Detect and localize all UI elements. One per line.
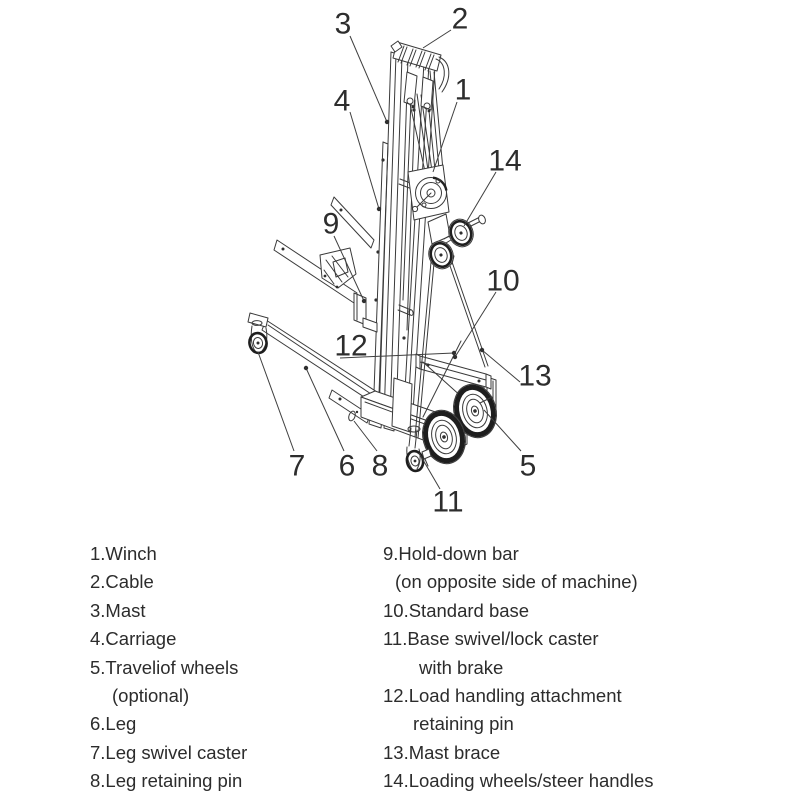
legend-item: 13.Mast brace [383,741,501,763]
callout-target-dot-12 [451,350,457,356]
callout-target-dot-10 [452,354,458,360]
callout-target-dot-9 [361,298,367,304]
legend-left-column: 1.Winch 2.Cable 3.Mast 4.Carriage 5.Travelio… [90,540,370,796]
callout-leader-11 [418,452,441,490]
callout-number-13: 13 [518,360,551,393]
callout-number-11: 11 [432,486,463,519]
leg-retaining-pin [348,410,356,422]
callout-number-5: 5 [520,450,537,483]
callout-number-14: 14 [488,145,521,178]
callout-number-7: 7 [289,450,306,483]
callout-leader-5 [483,409,522,452]
callout-number-10: 10 [486,265,519,298]
mast-head-pulley-block [390,40,450,113]
callout-leader-7 [257,351,295,452]
legend-item: (optional) [112,684,190,706]
callout-number-12: 12 [334,330,367,363]
legend-item: 14.Loading wheels/steer handles [383,770,654,792]
hold-down-bar [273,196,378,333]
legend-item: 3.Mast [90,599,146,621]
callout-number-2: 2 [452,3,469,36]
cable-lines [402,70,444,331]
callout-leader-13 [481,349,521,383]
legend-item: 12.Load handling attachment [383,684,622,706]
legend-right-column: 9.Hold-down bar (on opposite side of mach… [383,540,783,796]
legend-item: 8.Leg retaining pin [90,770,243,792]
winch [407,164,450,221]
legend-item: 5.Traveliof wheels [90,656,239,678]
legend-item: 1.Winch [90,543,157,564]
callout-leader-6 [305,367,345,452]
legend-item: 2.Cable [90,571,154,593]
callout-number-8: 8 [372,450,389,483]
callout-leader-3 [349,35,388,123]
base-swivel-caster [405,425,432,473]
legend-item: 6.Leg [90,713,137,735]
callout-number-6: 6 [339,450,356,483]
legend-item: retaining pin [413,713,514,735]
legend-item: 9.Hold-down bar [383,543,519,564]
travel-wheels [422,383,497,465]
callout-number-3: 3 [335,8,352,41]
callout-leader-1 [432,101,458,173]
callout-number-9: 9 [323,208,340,241]
legend-item: (on opposite side of machine) [395,571,638,593]
callout-leader-8 [353,420,378,452]
callout-leader-4 [349,111,380,210]
callout-leader-14 [463,171,497,227]
callout-number-4: 4 [334,85,351,118]
legend-item: 10.Standard base [383,599,530,621]
legend-item: 7.Leg swivel caster [90,741,248,763]
callout-leader-12 [339,352,455,359]
callout-target-dot-3 [384,119,390,125]
legend-item: with brake [419,656,504,678]
callout-target-dot-13 [479,347,485,353]
callout-leader-10 [454,291,497,358]
legend-item: 4.Carriage [90,628,177,650]
callout-leader-9 [333,235,365,302]
legend-item: 11.Base swivel/lock caster [383,628,599,650]
loading-wheels-steer-handles [427,213,486,270]
callout-target-dot-6 [303,365,309,371]
callout-leader-2 [422,29,452,49]
leg-swivel-caster [247,312,269,355]
callout-number-1: 1 [455,74,472,107]
callout-target-dot-4 [376,206,382,212]
